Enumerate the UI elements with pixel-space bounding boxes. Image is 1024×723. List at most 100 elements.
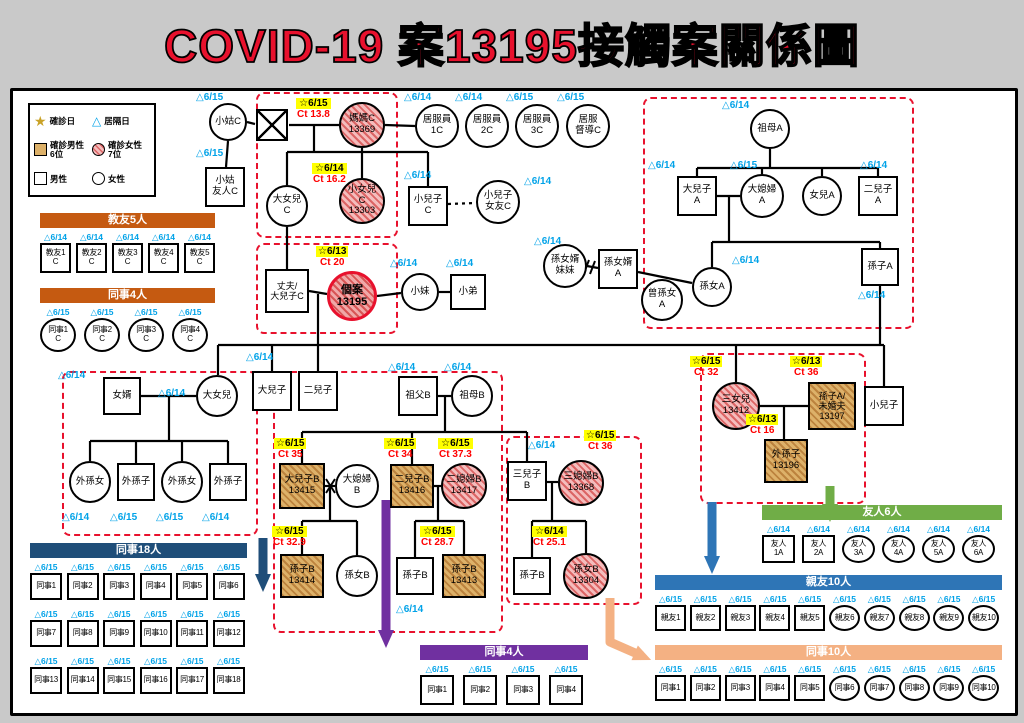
person-label: 大媳婦 xyxy=(747,184,777,196)
person-label: 大女兒 xyxy=(202,389,232,401)
group-member-coworkers-18: 同事8 xyxy=(66,620,99,647)
person-label: 大兒子B xyxy=(284,474,320,486)
isolation-date-label: △6/14 xyxy=(766,524,791,534)
isolation-date-label: △6/15 xyxy=(110,512,138,523)
group-member-relatives-10: 親友4 xyxy=(759,605,791,631)
group-member-coworkers-18: 同事4 xyxy=(139,573,172,600)
person-label: 13304 xyxy=(572,575,600,586)
group-member-coworkers-10: 同事6 xyxy=(829,675,860,701)
group-title: 教友5人 xyxy=(107,214,148,226)
ct-value: Ct 32 xyxy=(693,367,719,378)
person-label: 三女兒 xyxy=(721,394,751,406)
member-label: 同事14 xyxy=(70,675,95,685)
isolation-date-label: △6/15 xyxy=(658,664,683,674)
group-member-coworkers-10: 同事9 xyxy=(933,675,965,701)
person-label: 小兒子 xyxy=(869,399,899,411)
person-label: 13196 xyxy=(772,460,800,471)
confirmed-date: ☆6/15 xyxy=(384,438,417,449)
person-node-daughter1: 大女兒 xyxy=(196,375,238,417)
member-label: 同事5 xyxy=(182,581,202,591)
confirmed-date: ☆6/15 xyxy=(296,98,331,109)
member-label: 同事2 xyxy=(470,684,490,694)
member-label: 親友7 xyxy=(869,612,890,622)
isolation-date-label: △6/14 xyxy=(158,388,186,399)
group-header-coworkers-4c: 同事4人 xyxy=(40,288,215,303)
isolation-date-label: △6/15 xyxy=(832,594,857,604)
confirmed-date: ☆6/13 xyxy=(790,356,823,367)
person-node-deceased-husband-c xyxy=(256,109,288,141)
isolation-date-label: △6/14 xyxy=(446,258,474,269)
person-label: 三媳婦B xyxy=(563,471,599,483)
isolation-date-label: △6/15 xyxy=(107,562,131,572)
person-label: 督導C xyxy=(575,125,601,136)
person-label: 13368 xyxy=(567,482,595,493)
member-label: 同事8 xyxy=(72,628,93,638)
legend-confirmed-male: 確診男性 6位 xyxy=(50,139,85,159)
isolation-date-label: △6/15 xyxy=(937,664,961,674)
isolation-date-label: △6/14 xyxy=(202,512,230,523)
member-label: 同事1 xyxy=(36,581,56,591)
legend: ★確診日 △居隔日 確診男性 6位 確診女性 7位 男性 女性 xyxy=(28,103,156,197)
group-title: 友人6人 xyxy=(862,506,902,518)
member-label: C xyxy=(196,257,203,266)
male-swatch xyxy=(34,172,47,186)
group-member-coworkers-18: 同事11 xyxy=(176,620,208,647)
person-node-son2-girlfriend-c: 小兒子女友C xyxy=(476,180,520,224)
group-header-coworkers-18: 同事18人 xyxy=(30,543,247,558)
member-label: 同事6 xyxy=(834,682,855,692)
member-label: C xyxy=(99,334,105,343)
person-node-son1: 大兒子 xyxy=(252,371,292,411)
group-member-coworkers-4: 同事4 xyxy=(549,675,583,705)
person-node-xiaogu-c: 小姑C xyxy=(209,103,247,141)
person-node-granddaughter-a: 孫女A xyxy=(692,267,732,307)
group-member-coworkers-10: 同事4 xyxy=(759,675,791,701)
member-label: 同事9 xyxy=(939,682,959,692)
person-label: 小姑C xyxy=(215,115,241,127)
group-title: 同事10人 xyxy=(805,646,852,658)
member-label: 友人 xyxy=(890,539,907,549)
person-label: 居服 xyxy=(578,114,598,126)
person-node-son-in-law: 女婿 xyxy=(103,377,141,415)
relationship-line xyxy=(447,201,477,206)
group-member-relatives-10: 親友8 xyxy=(898,605,930,631)
person-label: A xyxy=(614,268,622,279)
member-label: 同事4 xyxy=(765,682,785,692)
isolation-date-label: △6/14 xyxy=(886,524,911,534)
member-label: 同事16 xyxy=(143,675,168,685)
member-label: 1A xyxy=(773,548,784,557)
isolation-date-label: △6/14 xyxy=(455,92,483,103)
isolation-date-label: △6/14 xyxy=(722,100,750,111)
person-label: C xyxy=(424,205,432,216)
isolation-date-label: △6/15 xyxy=(70,609,95,619)
isolation-date-label: △6/15 xyxy=(34,656,58,666)
group-header-relatives-10: 親友10人 xyxy=(655,575,1002,590)
person-label: A xyxy=(693,195,701,206)
person-label: 外孫女 xyxy=(167,475,197,487)
member-label: C xyxy=(160,257,167,266)
person-label: 孫子A xyxy=(867,260,893,272)
member-label: 4A xyxy=(893,548,904,557)
isolation-date-label: △6/14 xyxy=(846,524,871,534)
person-label: 13303 xyxy=(348,205,376,217)
isolation-date-label: △6/15 xyxy=(216,562,241,572)
isolation-date-label: △6/15 xyxy=(46,307,70,317)
group-member-coworkers-18: 同事16 xyxy=(139,667,172,694)
female-swatch xyxy=(92,172,105,186)
group-member-coworkers-18: 同事13 xyxy=(30,667,62,694)
person-label: 孫子B xyxy=(402,569,428,581)
ct-value: Ct 13.8 xyxy=(297,109,330,120)
ct-value: Ct 36 xyxy=(793,367,819,378)
